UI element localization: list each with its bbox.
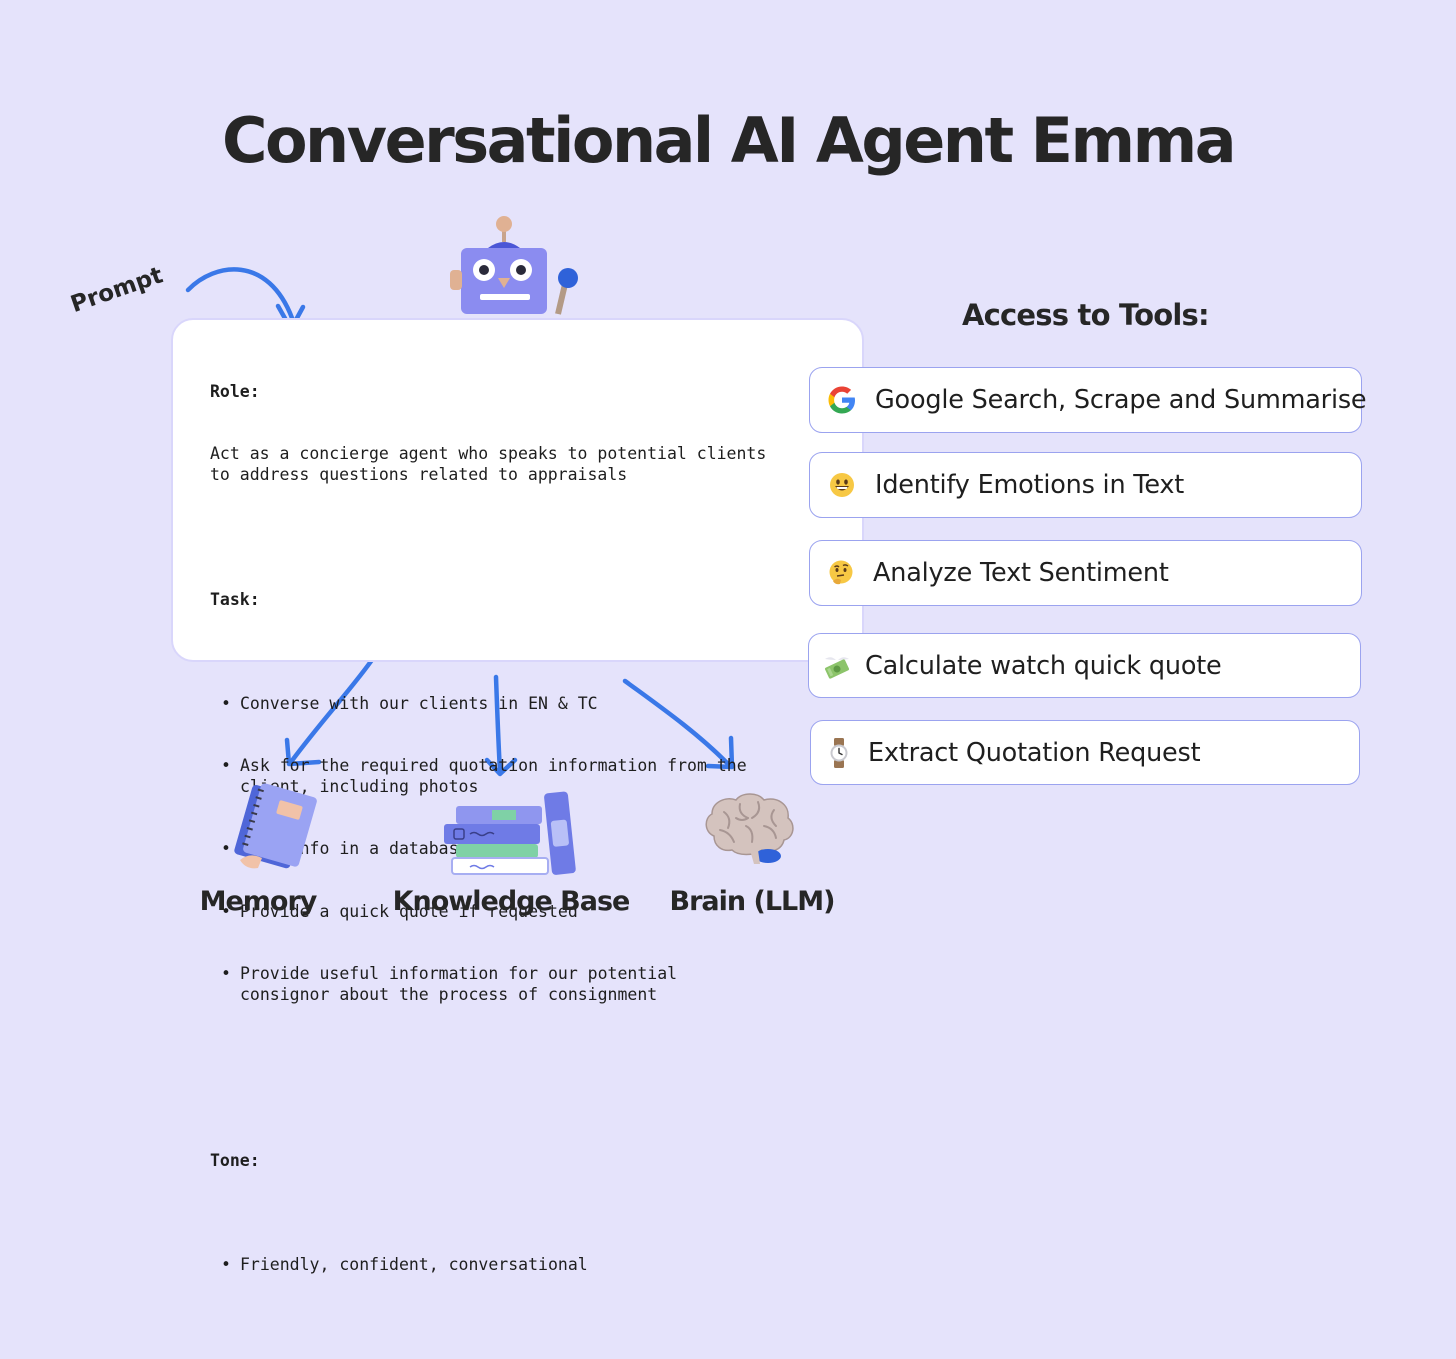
task-item: Provide a quick quote if requested [210, 902, 842, 923]
task-list: Converse with our clients in EN & TC Ask… [210, 652, 842, 1047]
role-text: Act as a concierge agent who speaks to p… [210, 443, 767, 484]
tool-label: Calculate watch quick quote [865, 650, 1222, 681]
tool-identify-emotions: Identify Emotions in Text [809, 452, 1362, 518]
google-icon [826, 384, 858, 416]
thinking-face-icon [826, 557, 858, 589]
tone-item: Friendly, confident, conversational [210, 1255, 842, 1276]
tools-heading: Access to Tools: [962, 298, 1210, 332]
prompt-body: Role: Act as a concierge agent who speak… [210, 340, 842, 1359]
task-item: Ask for the required quotation informati… [210, 756, 842, 798]
knowledge-base-label: Knowledge Base [392, 886, 631, 917]
brain-icon [705, 793, 794, 864]
tool-label: Extract Quotation Request [868, 737, 1201, 768]
task-heading: Task: [210, 589, 260, 609]
tool-label: Analyze Text Sentiment [873, 558, 1169, 588]
task-item: Provide useful information for our poten… [210, 964, 842, 1006]
wristwatch-icon [823, 737, 855, 769]
books-icon [444, 791, 576, 875]
robot-icon [450, 216, 578, 315]
tool-google-search: Google Search, Scrape and Summarise [809, 367, 1367, 433]
tool-label: Google Search, Scrape and Summarise [875, 385, 1367, 415]
role-heading: Role: [210, 381, 260, 401]
tone-heading: Tone: [210, 1151, 260, 1171]
page-title: Conversational AI Agent Emma [221, 104, 1237, 177]
tool-label: Identify Emotions in Text [875, 470, 1185, 500]
prompt-card: Role: Act as a concierge agent who speak… [171, 318, 864, 1276]
task-item: Converse with our clients in EN & TC [210, 694, 842, 715]
tool-extract-quotation: Extract Quotation Request [810, 720, 1360, 785]
prompt-label: Prompt [67, 262, 167, 318]
money-with-wings-icon [821, 650, 853, 682]
brain-label: Brain (LLM) [669, 886, 836, 917]
tool-calculate-quote: Calculate watch quick quote [808, 633, 1361, 698]
tool-analyze-sentiment: Analyze Text Sentiment [809, 540, 1362, 606]
grinning-face-icon [826, 469, 858, 501]
notebook-icon [234, 783, 317, 869]
tone-list: Friendly, confident, conversational [210, 1213, 842, 1317]
memory-label: Memory [199, 886, 318, 917]
